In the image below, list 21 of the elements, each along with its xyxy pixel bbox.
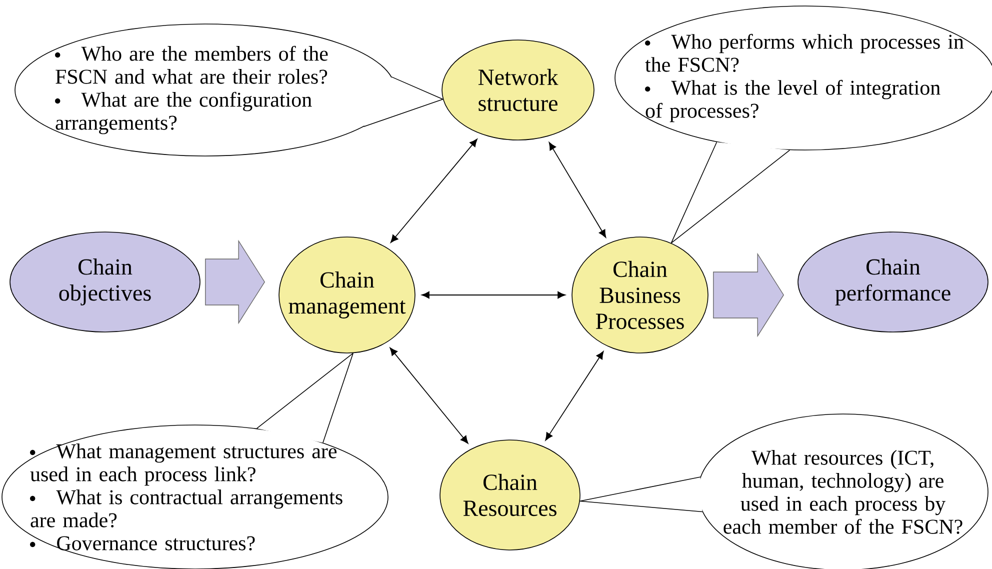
ellipse-node: Chain management — [278, 236, 416, 354]
ellipse-node: Chain Business Processes — [572, 236, 708, 354]
speech-bubble: What management structures are used in each process link? What is contractual arrangements are made? Governance structures? — [2, 424, 388, 569]
ellipse-node: Chain performance — [798, 232, 988, 332]
arrow — [390, 348, 468, 444]
speech-bubble-tail — [363, 76, 444, 128]
arrow — [545, 351, 604, 441]
speech-bubble: What resources (ICT, human, technology) are used in each process by each member of the FSCN? — [698, 414, 988, 569]
speech-bubble: Who are the members of the FSCN and what are their roles? What are the configuration arrangements? — [14, 24, 396, 156]
ellipse-node: Chain Resources — [440, 440, 580, 550]
speech-bubble-tail — [670, 142, 790, 244]
ellipse-node: Network structure — [442, 40, 594, 140]
speech-bubble-tail — [256, 352, 354, 444]
arrow — [548, 142, 606, 238]
speech-bubble-tail — [580, 476, 703, 512]
speech-bubble: Who performs which processes in the FSCN? What is the level of integration of processes? — [614, 6, 992, 150]
arrow — [390, 138, 478, 243]
arrow — [422, 291, 566, 299]
ellipse-node: Chain objectives — [10, 232, 200, 332]
block-arrow — [205, 240, 266, 324]
block-arrow — [713, 252, 784, 338]
